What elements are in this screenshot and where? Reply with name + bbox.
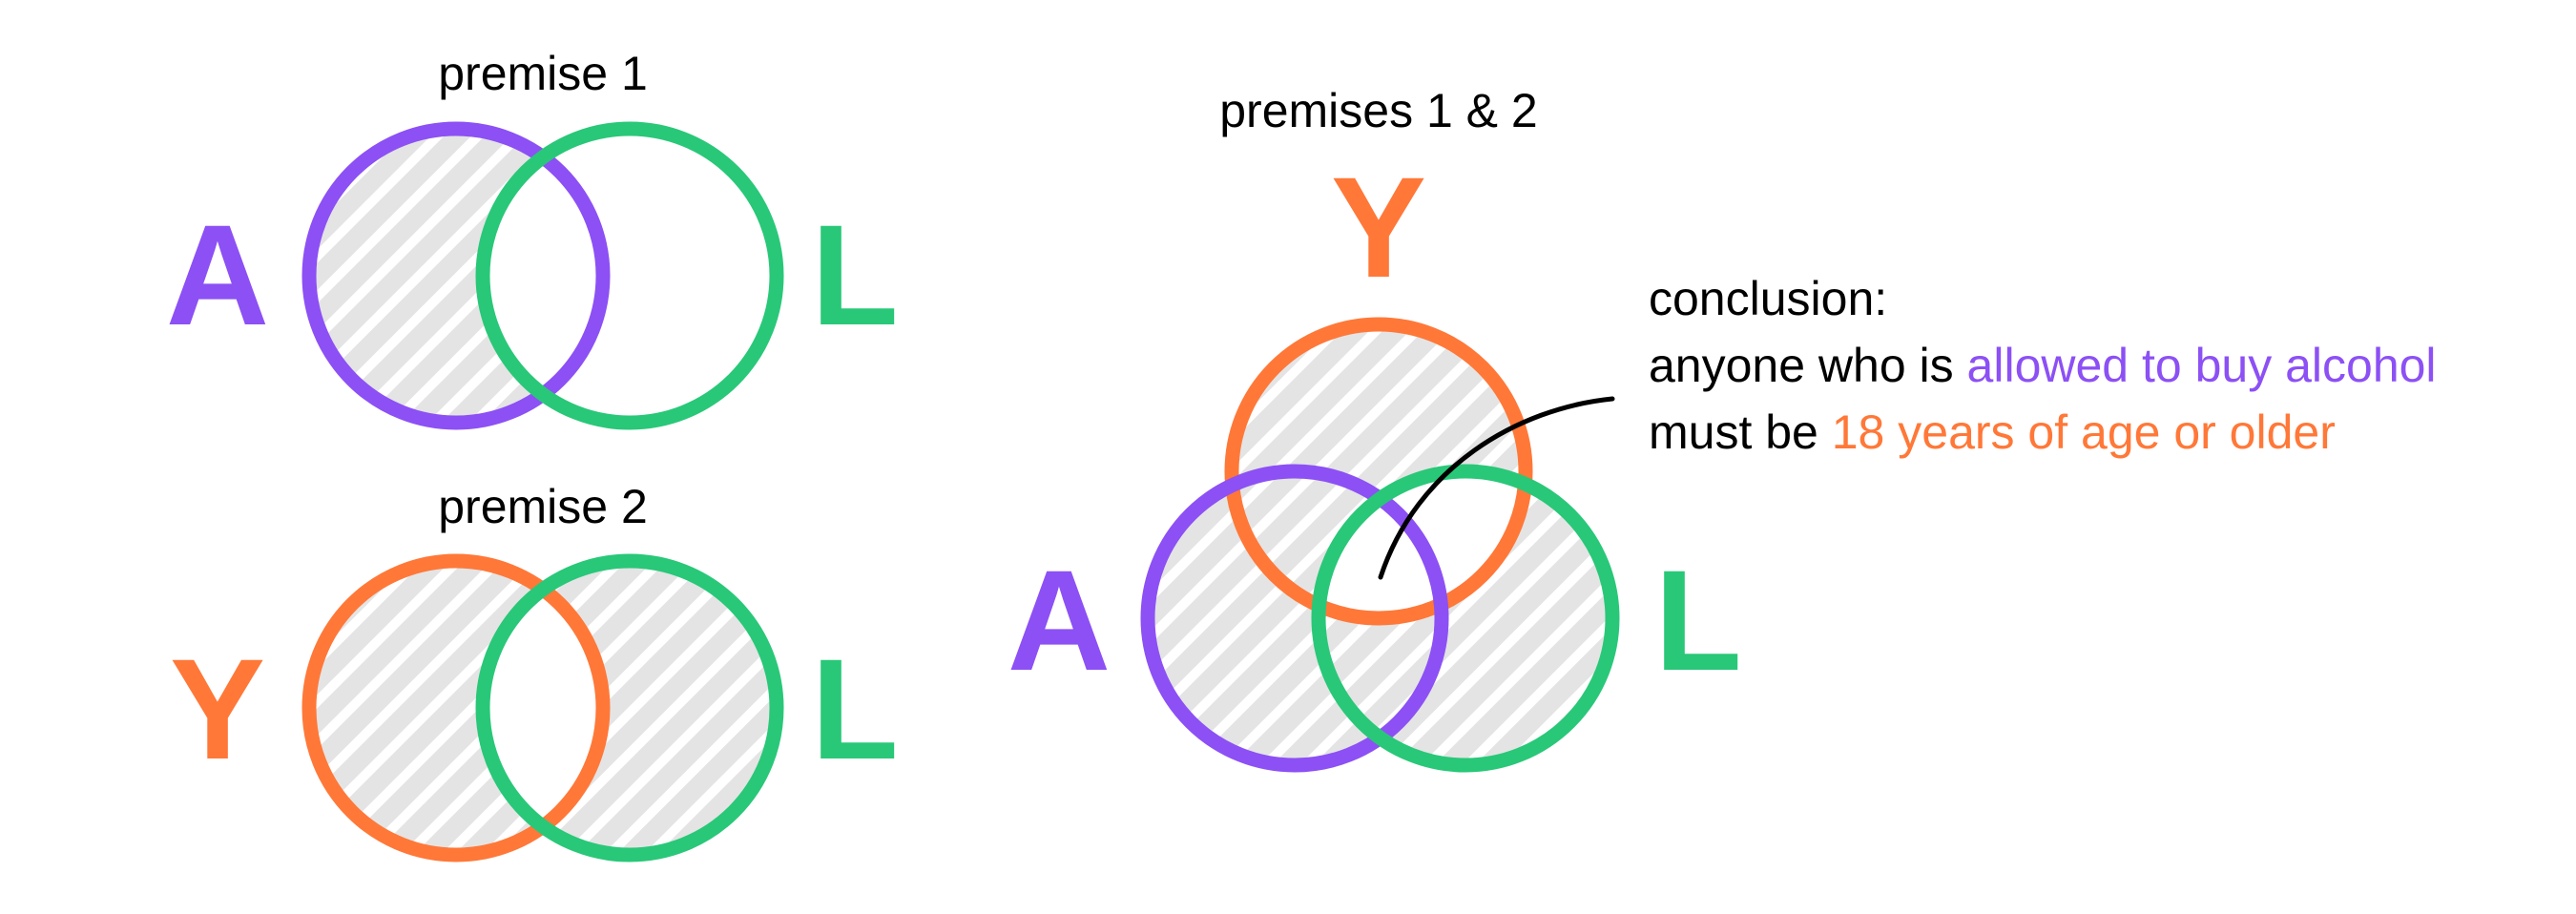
conclusion-line-2-prefix: must be [1649,405,1832,459]
conclusion-line-2: must be 18 years of age or older [1649,405,2336,459]
premise-2-circle-y [301,553,611,862]
conclusion-line-1-prefix: anyone who is [1649,339,1967,392]
conclusion-pointer-line [1378,396,1615,580]
conclusion-block: conclusion: anyone who is allowed to buy… [1649,272,2437,459]
combined-circle-l [1311,464,1620,773]
premise-2-diagram: premise 2 Y L [170,480,899,862]
conclusion-heading: conclusion: [1649,272,1887,325]
combined-caption: premises 1 & 2 [1219,84,1537,137]
premise-1-letter-l: L [811,195,899,355]
combined-circle-y [1224,317,1533,626]
premise-1-circle-a [301,121,611,430]
premise-1-shaded-region [309,129,603,423]
premise-2-shaded-l-only [483,561,777,855]
premise-1-circle-l [475,121,784,430]
combined-letter-a: A [1008,540,1111,700]
premise-2-letter-y: Y [170,629,265,789]
combined-letter-l: L [1654,540,1742,700]
premise-2-circle-l [475,553,784,862]
premise-1-letter-a: A [166,195,269,355]
conclusion-line-1: anyone who is allowed to buy alcohol [1649,339,2437,392]
combined-circle-a [1140,464,1449,773]
premise-1-diagram: premise 1 A L [166,47,899,430]
conclusion-line-1-highlight: allowed to buy alcohol [1967,339,2437,392]
premise-1-caption: premise 1 [438,47,648,100]
combined-diagram: premises 1 & 2 Y A L [1008,84,1742,773]
premise-2-letter-l: L [811,629,899,789]
conclusion-line-2-highlight: 18 years of age or older [1832,405,2336,459]
combined-letter-y: Y [1331,147,1426,307]
premise-2-caption: premise 2 [438,480,648,533]
